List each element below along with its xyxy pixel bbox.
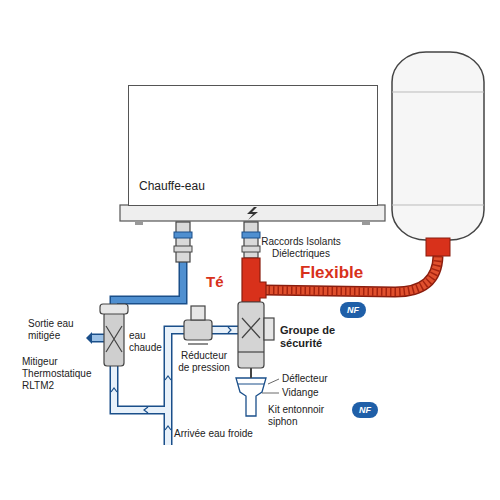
nf-logo-text: NF (340, 302, 366, 318)
vessel-collar (426, 238, 450, 256)
flexible-hose (264, 256, 438, 292)
deflector-label: Déflecteur (282, 373, 352, 385)
cold-pipe (168, 330, 240, 445)
reducer-label: Réducteur de pression (174, 350, 234, 374)
tee-label: Té (206, 274, 236, 291)
pressure-reducer (184, 320, 212, 340)
cold-inlet-label: Arrivée eau froide (174, 428, 274, 440)
deflector (238, 384, 264, 385)
mixer-mark (106, 326, 122, 352)
hot-water-label: eau chaude (129, 330, 165, 354)
lightning-symbol (247, 207, 258, 220)
leader-line (268, 379, 279, 384)
cold-pipe (114, 366, 168, 410)
safety-group-label: Groupe de sécurité (280, 324, 350, 350)
fitting-label: Raccords Isolants Diélectriques (255, 236, 347, 260)
expansion-vessel (392, 52, 484, 240)
heater-foot (362, 221, 370, 225)
mixer-knob (100, 304, 128, 314)
heater-foot (135, 221, 143, 225)
siphon-funnel (236, 378, 266, 416)
flow-chevrons (111, 327, 231, 430)
cold-pipe (114, 366, 168, 410)
dielectric-fitting (242, 222, 260, 258)
vessel-seam (392, 92, 484, 93)
heater-base (120, 205, 385, 221)
nf-logo (352, 402, 378, 418)
safety-valve-handle (264, 318, 274, 340)
leader-line (262, 393, 279, 394)
water-heater: Chauffe-eau (128, 85, 378, 206)
reducer-cap (191, 306, 205, 320)
nf-logo (340, 302, 366, 318)
outlet-label: Sortie eau mitigée (28, 318, 86, 342)
drain-label: Vidange (282, 387, 352, 399)
cold-pipe (168, 330, 240, 445)
reducer-nut (188, 343, 208, 344)
valve-mark (242, 318, 260, 338)
flexible-hose (264, 256, 438, 292)
nf-logo-text: NF (352, 402, 378, 418)
drain-outlet (250, 368, 252, 378)
safety-group (238, 302, 264, 368)
group-seam (238, 351, 264, 352)
dielectric-fitting (174, 222, 192, 262)
hose-label: Flexible (300, 264, 390, 283)
thermostatic-mixer (104, 312, 124, 366)
funnel-kit-label: Kit entonnoir siphon (268, 404, 352, 428)
node-title: Chauffe-eau (139, 179, 205, 193)
mixer-label: Mitigeur Thermostatique RLTM2 (22, 356, 102, 392)
tee-fitting (242, 258, 266, 302)
hose-ribs (264, 256, 438, 292)
vessel-seam (392, 205, 484, 206)
outlet-arrow (86, 332, 92, 344)
